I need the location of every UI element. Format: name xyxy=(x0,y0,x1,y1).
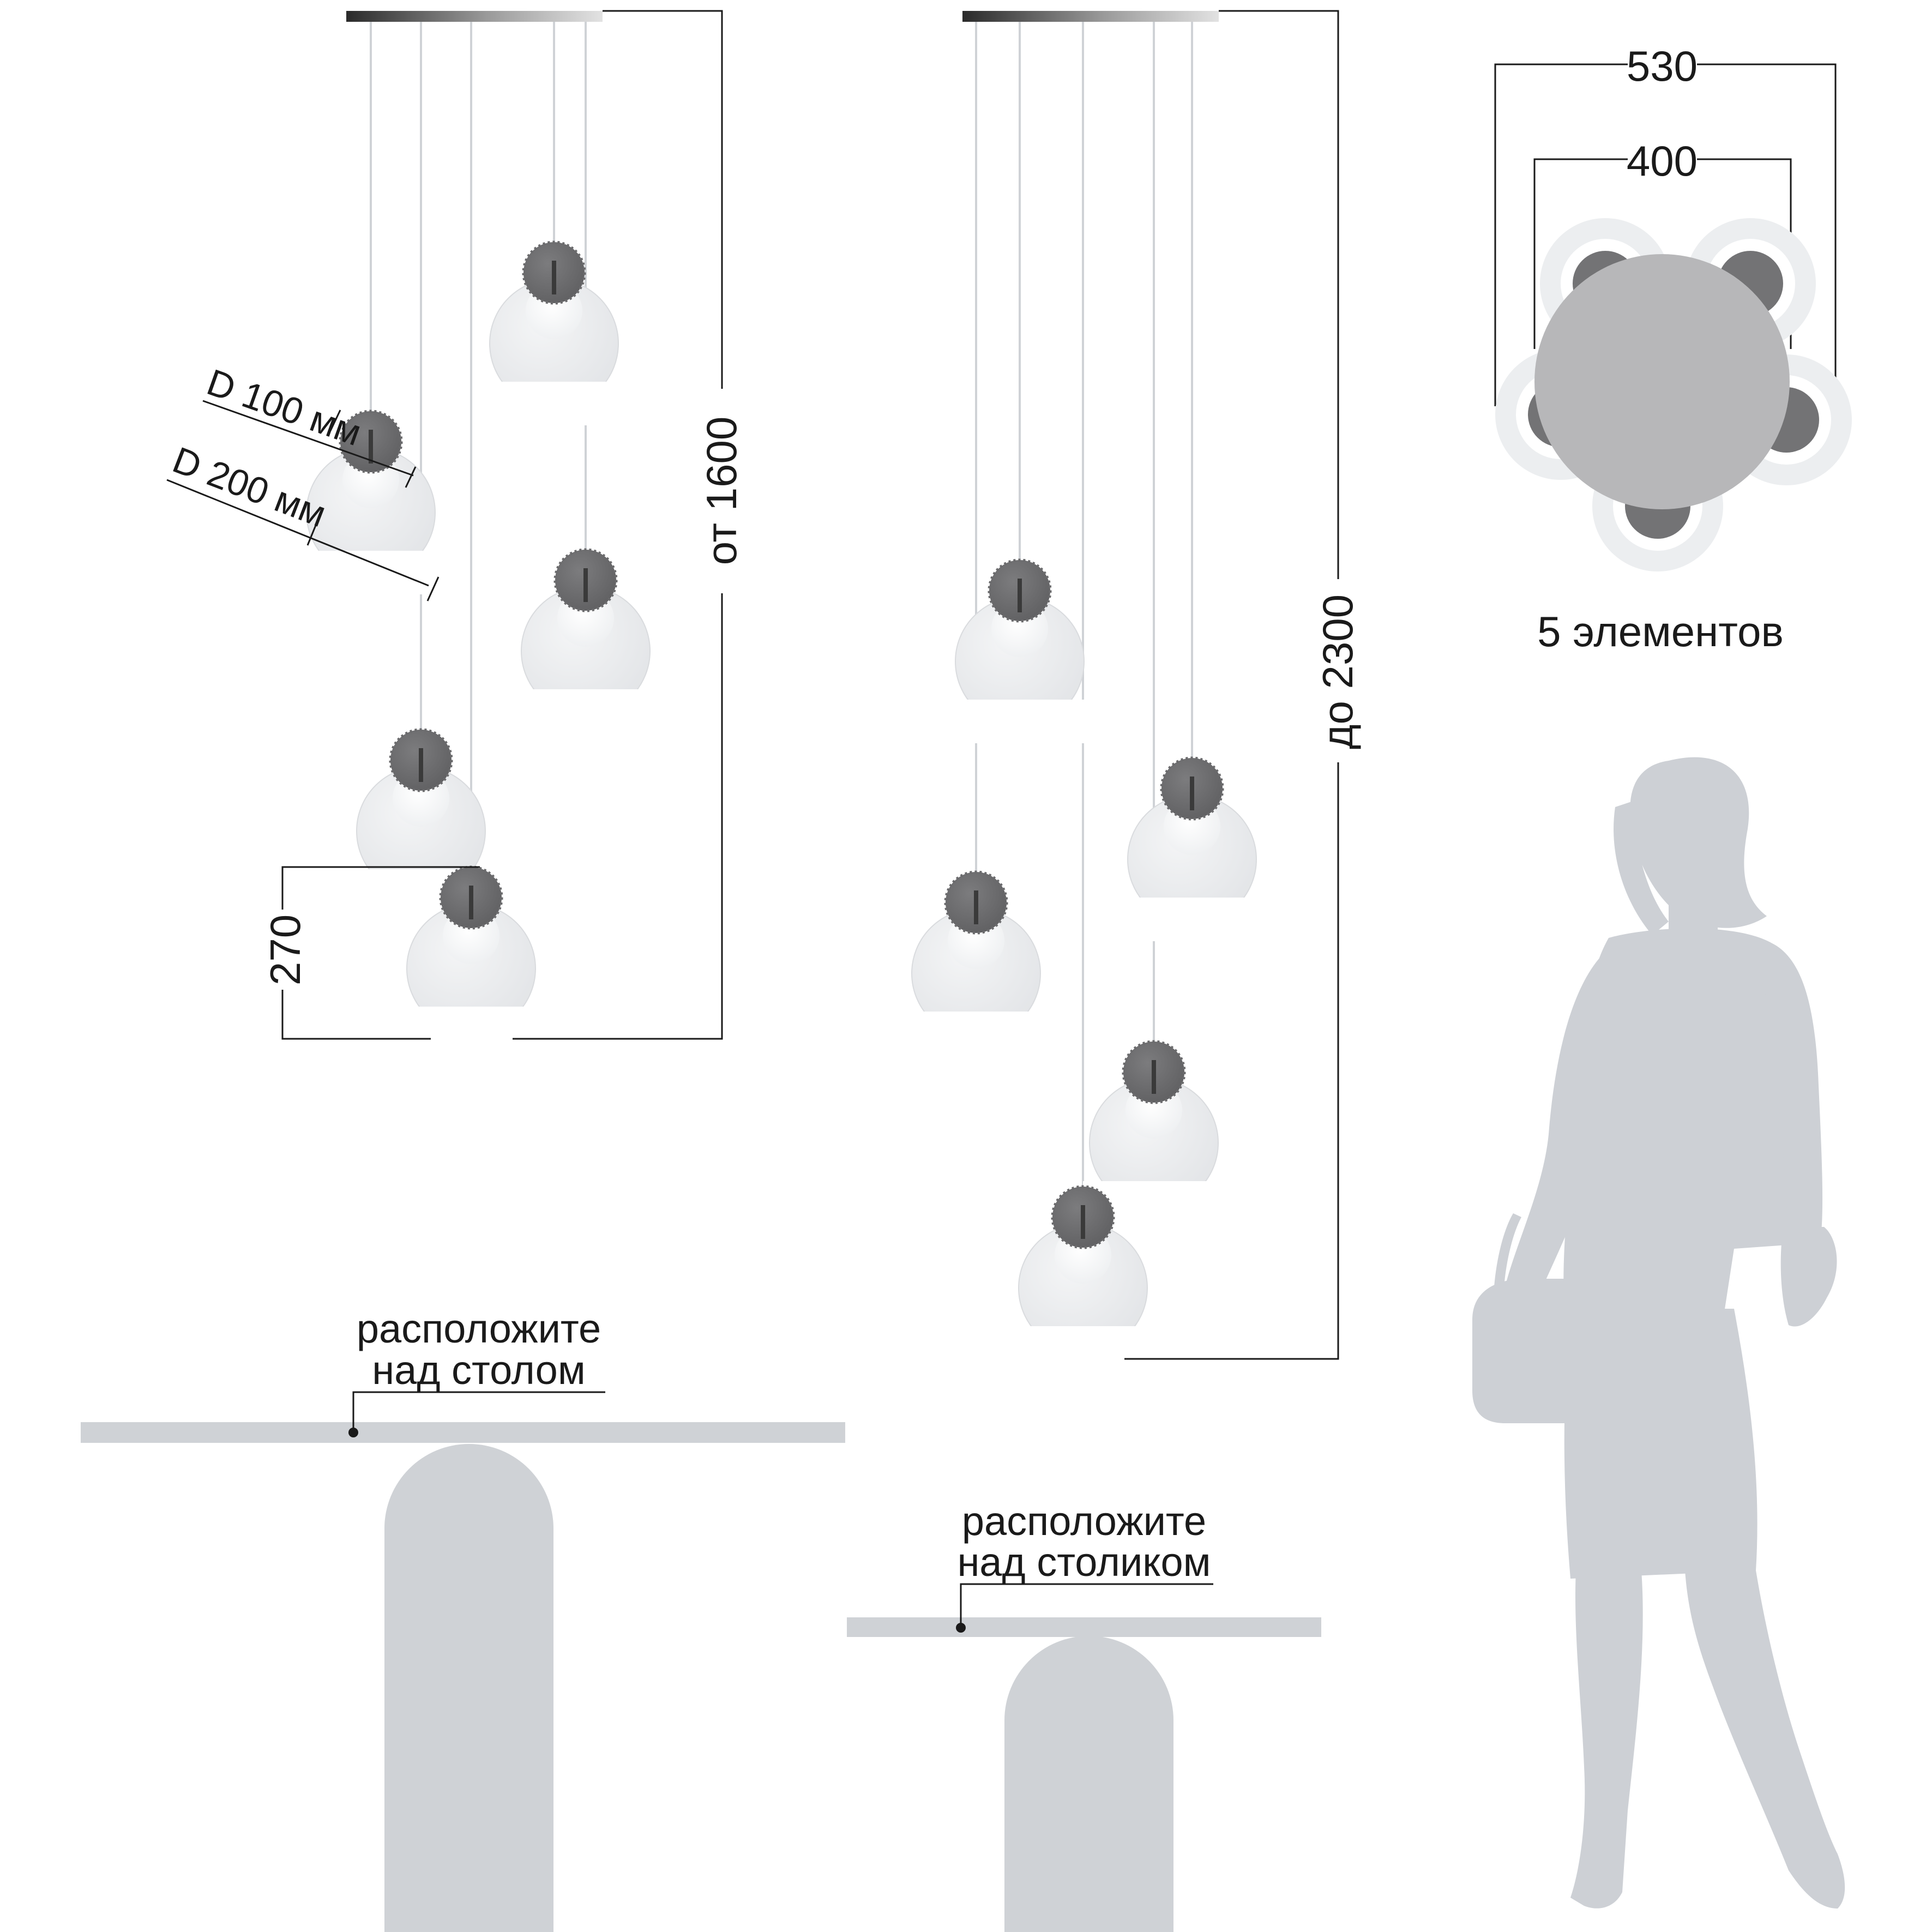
pendant-shade xyxy=(905,872,1047,1055)
dim-min-height: от 1600 xyxy=(513,10,745,1040)
cords xyxy=(370,22,587,872)
dim-canopy-diameter: 530 xyxy=(1494,42,1837,406)
table-base xyxy=(384,1444,553,1932)
min-height-label: от 1600 xyxy=(697,417,745,565)
small-sphere-label: D 100 мм xyxy=(202,361,366,454)
bulb-circle-label: 400 xyxy=(1627,137,1698,185)
lamp-min-height: от 1600 270 D 100 мм D 200 мм xyxy=(166,10,745,1050)
woman-silhouette xyxy=(1472,757,1845,1909)
small-table: расположите над столиком xyxy=(847,1498,1321,1932)
pendant-height-label: 270 xyxy=(261,914,309,985)
table-top xyxy=(81,1422,845,1443)
canopy-diameter-label: 530 xyxy=(1627,42,1698,90)
max-height-label: до 2300 xyxy=(1314,594,1362,749)
dim-max-height: до 2300 xyxy=(1124,10,1362,1360)
table-note-large: расположите над столом xyxy=(348,1306,605,1437)
pendant-shade xyxy=(949,560,1091,743)
large-table: расположите над столом xyxy=(81,1306,845,1932)
table-top xyxy=(847,1617,1321,1637)
pendant-shade xyxy=(1121,758,1263,941)
cords xyxy=(975,22,1193,1217)
canopy xyxy=(346,11,603,22)
table-note-small-line1: расположите xyxy=(962,1498,1206,1544)
table-note-large-line2: над столом xyxy=(372,1347,585,1393)
lamp-max-height: до 2300 xyxy=(905,10,1362,1370)
top-view: 530 400 5 элементов xyxy=(1494,42,1852,655)
elements-count-label: 5 элементов xyxy=(1537,607,1784,655)
table-base xyxy=(1004,1636,1173,1932)
dim-pendant-height: 270 xyxy=(261,866,480,1040)
table-note-large-line1: расположите xyxy=(357,1306,601,1351)
canopy xyxy=(962,11,1219,22)
table-note-small: расположите над столиком xyxy=(956,1498,1213,1633)
canopy-top-view xyxy=(1534,254,1790,509)
pendant-shade xyxy=(515,550,657,733)
pendant-shade xyxy=(483,242,625,425)
table-note-small-line2: над столиком xyxy=(957,1539,1211,1585)
large-sphere-label: D 200 мм xyxy=(167,439,332,535)
